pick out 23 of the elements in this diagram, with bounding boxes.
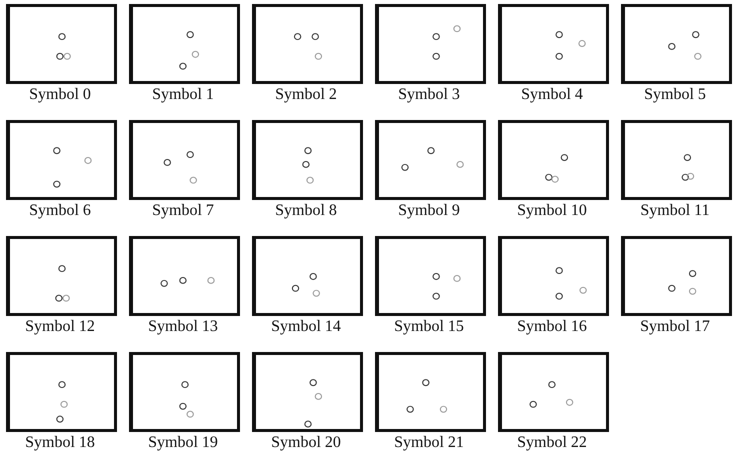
symbol-caption: Symbol 18	[24, 434, 96, 452]
symbol-caption: Symbol 2	[274, 86, 338, 104]
symbol-caption: Symbol 16	[516, 318, 588, 336]
symbol-caption: Symbol 11	[639, 202, 711, 220]
symbol-caption: Symbol 19	[147, 434, 219, 452]
symbol-caption: Symbol 5	[643, 86, 707, 104]
symbol-caption: Symbol 3	[397, 86, 461, 104]
symbol-caption: Symbol 14	[270, 318, 342, 336]
symbol-caption: Symbol 13	[147, 318, 219, 336]
symbol-caption: Symbol 4	[520, 86, 584, 104]
symbol-caption: Symbol 21	[393, 434, 465, 452]
symbol-caption: Symbol 6	[28, 202, 92, 220]
symbol-caption: Symbol 15	[393, 318, 465, 336]
symbol-caption: Symbol 20	[270, 434, 342, 452]
symbol-caption: Symbol 12	[24, 318, 96, 336]
symbol-caption: Symbol 7	[151, 202, 215, 220]
symbol-caption: Symbol 9	[397, 202, 461, 220]
symbol-caption: Symbol 22	[516, 434, 588, 452]
symbol-caption: Symbol 1	[151, 86, 215, 104]
symbol-caption: Symbol 8	[274, 202, 338, 220]
symbol-caption: Symbol 17	[639, 318, 711, 336]
symbol-caption: Symbol 10	[516, 202, 588, 220]
symbol-caption: Symbol 0	[28, 86, 92, 104]
